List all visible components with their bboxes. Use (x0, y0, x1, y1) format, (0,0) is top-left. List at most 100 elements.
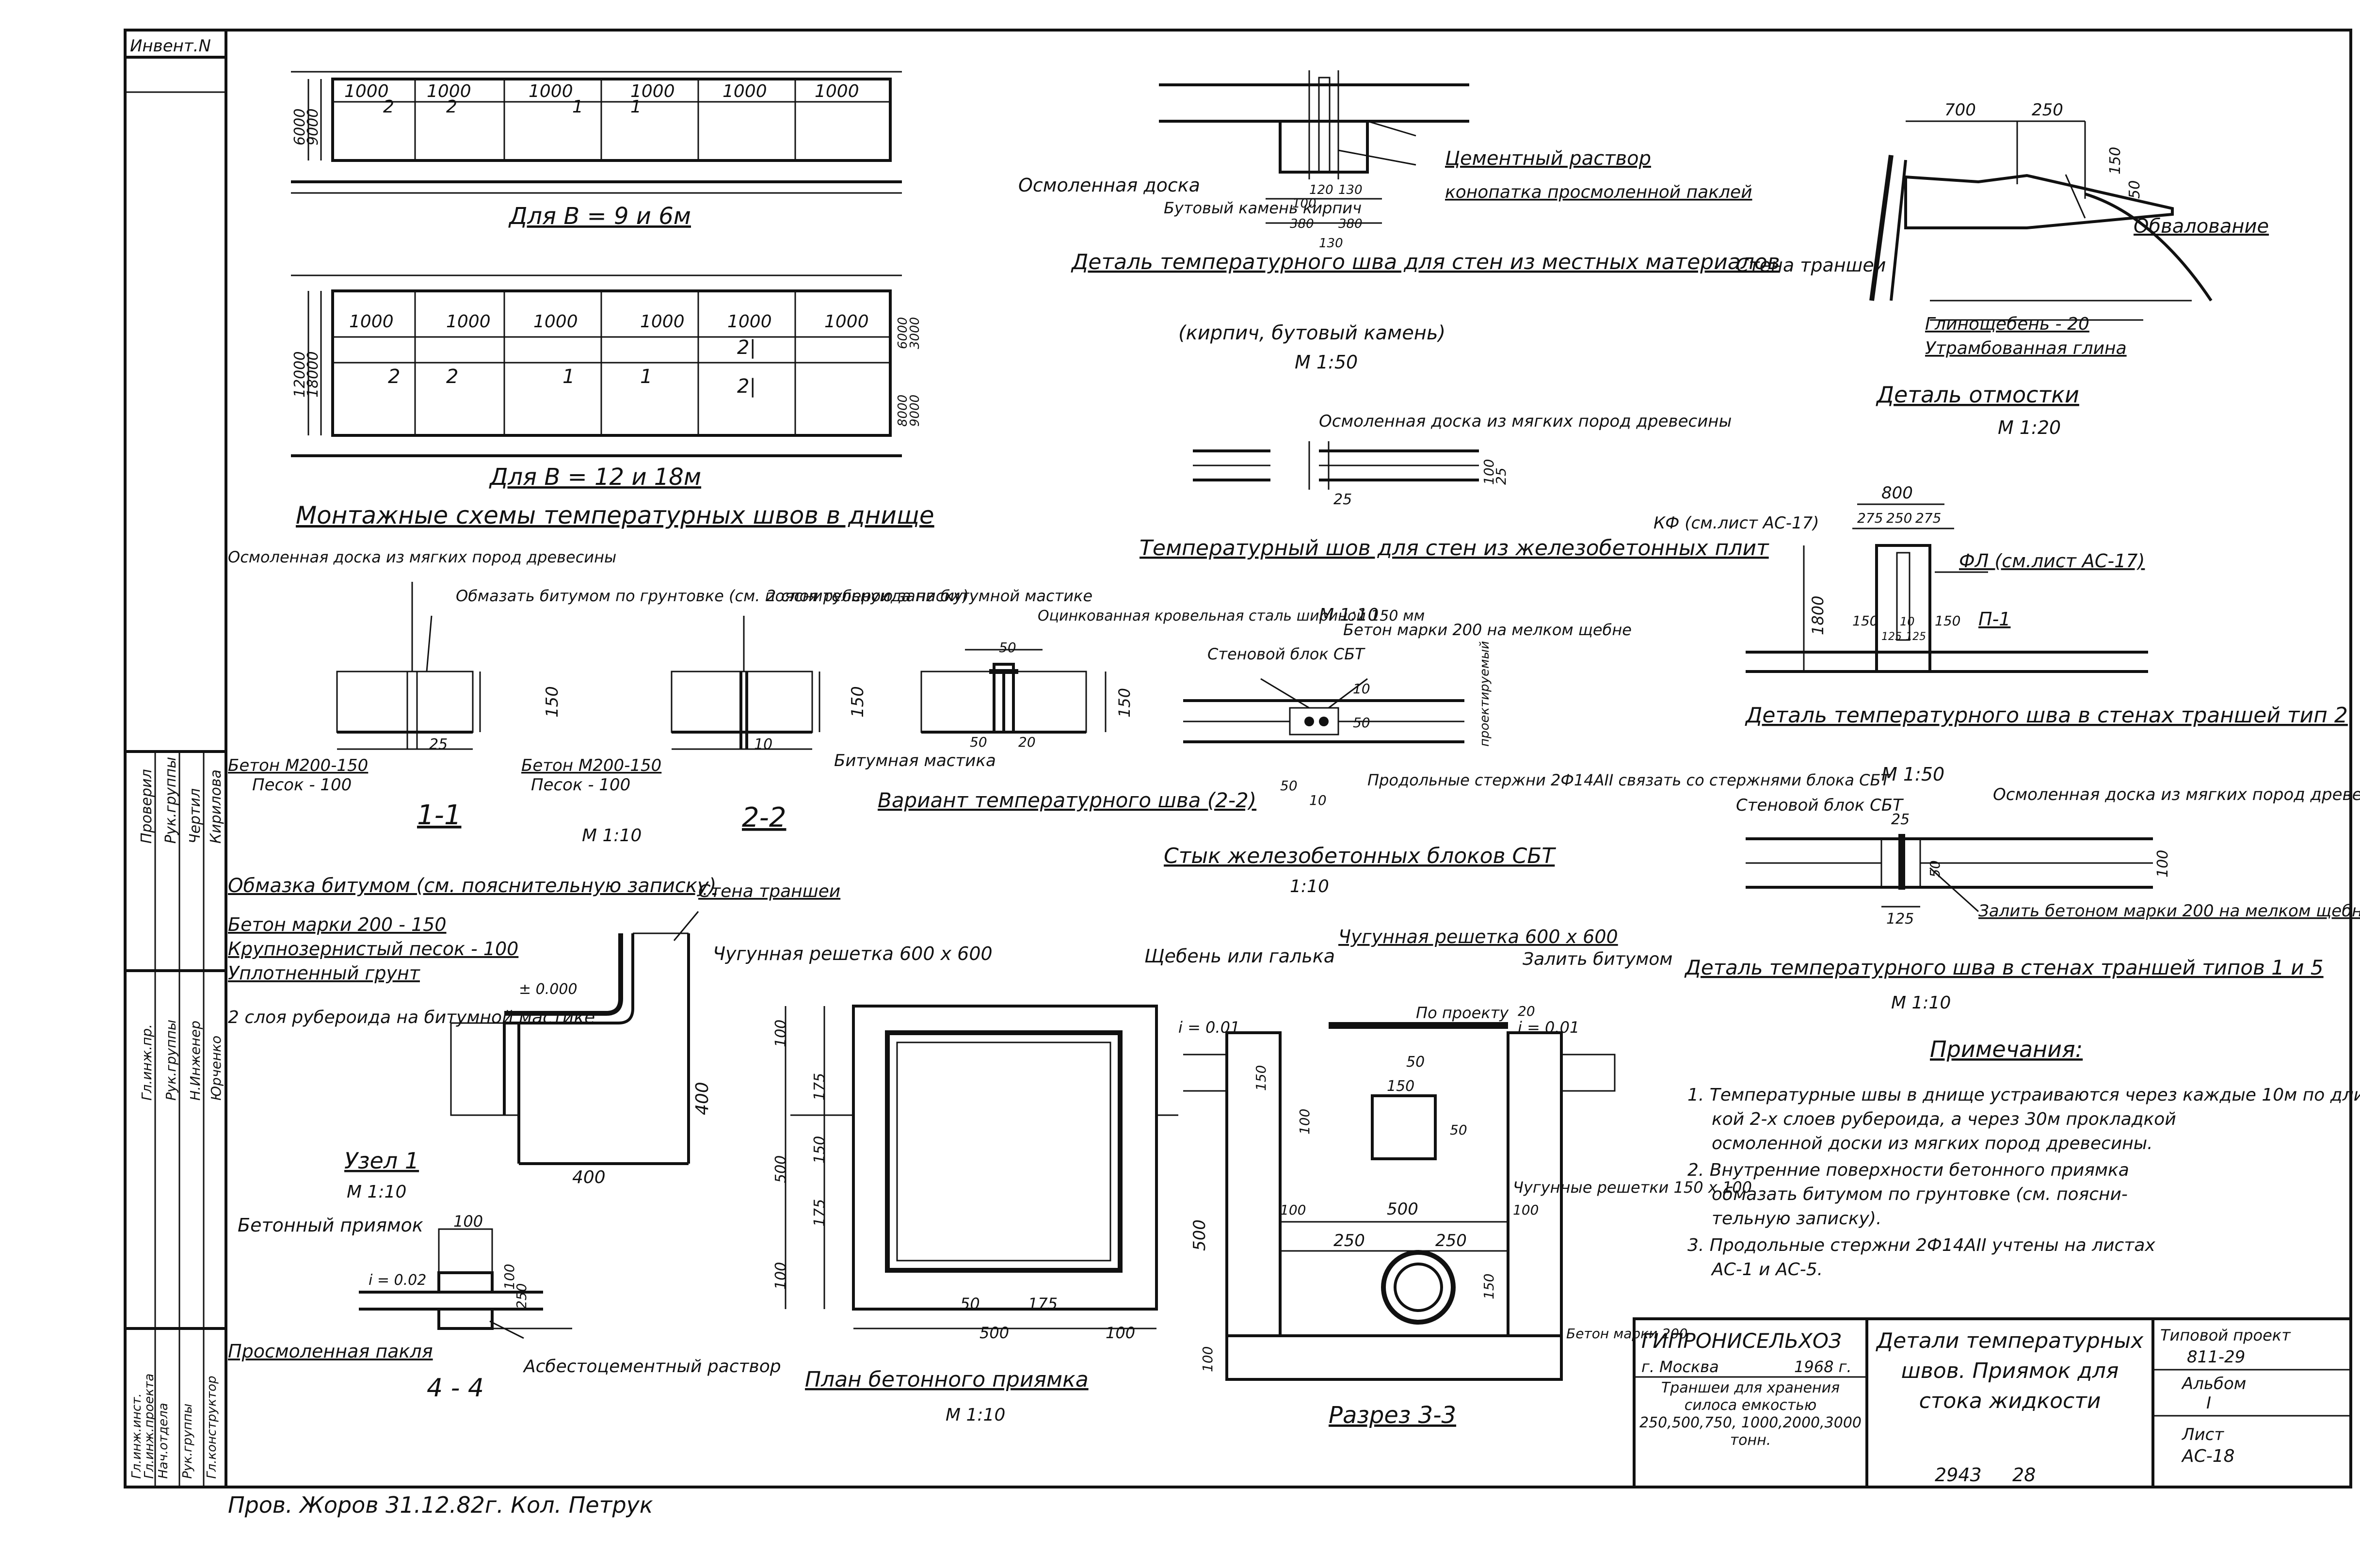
pp-label-grate: Чугунная решетка 600 х 600 (713, 943, 993, 964)
note-line-6: тельную записку). (1712, 1209, 1881, 1229)
s33-dim-13: 100 (1200, 1346, 1216, 1372)
s22-dim-2: 10 (754, 736, 772, 753)
tt2-dim-10: 125 (1906, 631, 1926, 643)
s11-dim-1: 150 (543, 686, 562, 718)
plan12-side-1: 12000 (291, 352, 308, 398)
left-roles-bottom: Гл.инж.инст. Гл.инж.проекта Нач.отдела Р… (129, 1374, 219, 1479)
plan9-dim-5: 1000 (722, 81, 767, 101)
pit-plan-drawing (785, 1005, 1178, 1329)
left-roles-mid: Гл.инж.пр. Рук.группы Н.Инженер Юрченко (139, 1020, 224, 1101)
t15-label-board: Осмоленная доска из мягких пород древеси… (1993, 785, 2360, 804)
tt2-dim-8: 10 (1900, 615, 1915, 628)
otm-dim-4: 50 (2126, 180, 2143, 199)
wl-label-tow: конопатка просмоленной паклей (1445, 182, 1752, 202)
plan12-mark-6: 2| (737, 375, 756, 398)
t15-dim-3: 100 (2154, 850, 2171, 878)
plan12-mark-5: 2| (737, 336, 756, 359)
cp-scale: М 1:10 (1319, 605, 1379, 625)
trench-1-5-drawing (1746, 834, 2153, 912)
wl-dim-5: 380 (1338, 217, 1363, 231)
stamp-project-wrap: Траншеи для хранения силоса емкостью 250… (1639, 1379, 1862, 1449)
plan9-title: Для B = 9 и 6м (508, 203, 691, 230)
cp-title: Температурный шов для стен из железобето… (1140, 536, 1769, 560)
plan12-side-r3: 8000 (896, 395, 910, 427)
t15-label-block: Стеновой блок СБТ (1736, 796, 1904, 815)
s22-title: 2-2 (742, 802, 786, 833)
note-line-4: 2. Внутренние поверхности бетонного прия… (1687, 1160, 2129, 1180)
stamp-year: 1968 г. (1794, 1358, 1852, 1376)
section-4-4-drawing (359, 1228, 572, 1339)
s33-slope-2: i = 0.01 (1518, 1018, 1579, 1037)
role-chief-eng: Гл.инж.пр. (139, 1024, 155, 1101)
pp-dim-6: 500 (772, 1155, 789, 1183)
wl-label-stone: Бутовый камень кирпич (1164, 199, 1362, 217)
s33-dim-2: 50 (1406, 1054, 1425, 1071)
n1-label-ruberoid: 2 слоя рубероида на битумной мастике (228, 1008, 595, 1027)
s33-label-grates: Чугунные решетки 150 х 100 (1513, 1178, 1752, 1197)
tt2-dim-3: 250 (1886, 510, 1912, 526)
pp-dim-7: 50 (960, 1295, 980, 1313)
bj-label-concrete: Бетон марки 200 на мелком щебне (1343, 621, 1632, 639)
wl-label-board: Осмоленная доска (1018, 175, 1200, 196)
otm-label-wall: Стена траншеи (1736, 255, 1886, 276)
stamp-list-label: Лист (2181, 1425, 2224, 1444)
role-chief-proj: Гл.инж.проекта (142, 1374, 157, 1479)
plan12-mark-2: 2 (446, 366, 458, 388)
stamp-title-wrap: Детали температурных швов. Приямок для с… (1876, 1328, 2144, 1413)
plan12-title: Для B = 12 и 18м (489, 464, 701, 491)
note-line-7: 3. Продольные стержни 2Ф14АII учтены на … (1687, 1235, 2155, 1255)
s22-dim-1: 150 (848, 686, 867, 718)
s44-dim-1: 100 (453, 1212, 483, 1231)
s44-label-mortar: Асбестоцементный раствор (523, 1357, 781, 1376)
note-line-5: обмазать битумом по грунтовке (см. поясн… (1712, 1184, 2128, 1204)
plan12-side-2: 18000 (305, 352, 321, 398)
otm-scale: М 1:20 (1998, 417, 2061, 438)
n1-label-wall: Стена траншеи (698, 881, 840, 901)
plan12-side-r2: 3000 (908, 317, 922, 349)
pp-dim-2: 175 (811, 1073, 828, 1101)
stamp-album-no: I (2206, 1393, 2211, 1413)
section-2-2-drawing (671, 616, 820, 750)
stamp-sheet-title: Детали температурных швов. Приямок для с… (1876, 1328, 2144, 1413)
notes-title: Примечания: (1930, 1036, 2083, 1062)
plan12-side-r1: 6000 (896, 317, 910, 349)
variant-drawing (920, 649, 1107, 734)
var-title: Вариант температурного шва (2-2) (878, 788, 1256, 812)
s33-dim-4: 100 (1297, 1109, 1313, 1135)
plan9-mark-4: 1 (630, 97, 642, 117)
n1-label-soil: Уплотненный грунт (228, 962, 421, 984)
s33-dim-3: 150 (1387, 1078, 1414, 1095)
pp-dim-3: 150 (811, 1136, 828, 1164)
plan9-dim-6: 1000 (815, 81, 859, 101)
tt2-scale: М 1:50 (1881, 764, 1944, 785)
otm-dim-2: 250 (2032, 100, 2063, 120)
pp-dim-5: 100 (772, 1262, 789, 1290)
stamp-city: г. Москва (1641, 1358, 1719, 1376)
role-dept-head: Нач.отдела (156, 1403, 171, 1479)
s33-dim-9: 100 (1280, 1202, 1306, 1218)
tt2-label-p1: П-1 (1978, 608, 2010, 630)
s11-label-concrete: Бетон М200-150 (228, 756, 368, 775)
s11-label-board: Осмоленная доска из мягких пород древеси… (228, 548, 616, 566)
var-dim-3: 50 (970, 734, 987, 750)
s44-label-pit: Бетонный приямок (238, 1215, 423, 1236)
s33-dim-10: 100 (1513, 1202, 1539, 1218)
s33-dim-11: 150 (1253, 1065, 1269, 1091)
s33-label-project: По проекту (1416, 1004, 1509, 1022)
stamp-list-no: АС-18 (2181, 1446, 2235, 1466)
cp-dim-2: 100 (1481, 459, 1497, 485)
stamp-project-desc: Траншеи для хранения силоса емкостью 250… (1639, 1379, 1862, 1449)
plan12-dim-1: 1000 (349, 312, 394, 332)
title-block (1633, 1317, 2352, 1488)
s33-label-gravel: Щебень или галька (1144, 945, 1335, 967)
role-checked: Проверил (138, 769, 155, 844)
wl-dim-6: 130 (1319, 236, 1343, 251)
note-line-2: кой 2-х слоев рубероида, а через 30м про… (1712, 1109, 2176, 1129)
s33-dim-6: 500 (1387, 1200, 1418, 1219)
plan9-dim-2: 1000 (427, 81, 471, 101)
bj-label-rods: Продольные стержни 2Ф14АII связать со ст… (1367, 771, 1891, 789)
s44-dim-2: 100 (501, 1264, 517, 1290)
bj-dim-3: 50 (1353, 715, 1370, 731)
sheet-frame (124, 29, 2352, 1488)
var-label-mastic: Битумная мастика (834, 751, 996, 770)
